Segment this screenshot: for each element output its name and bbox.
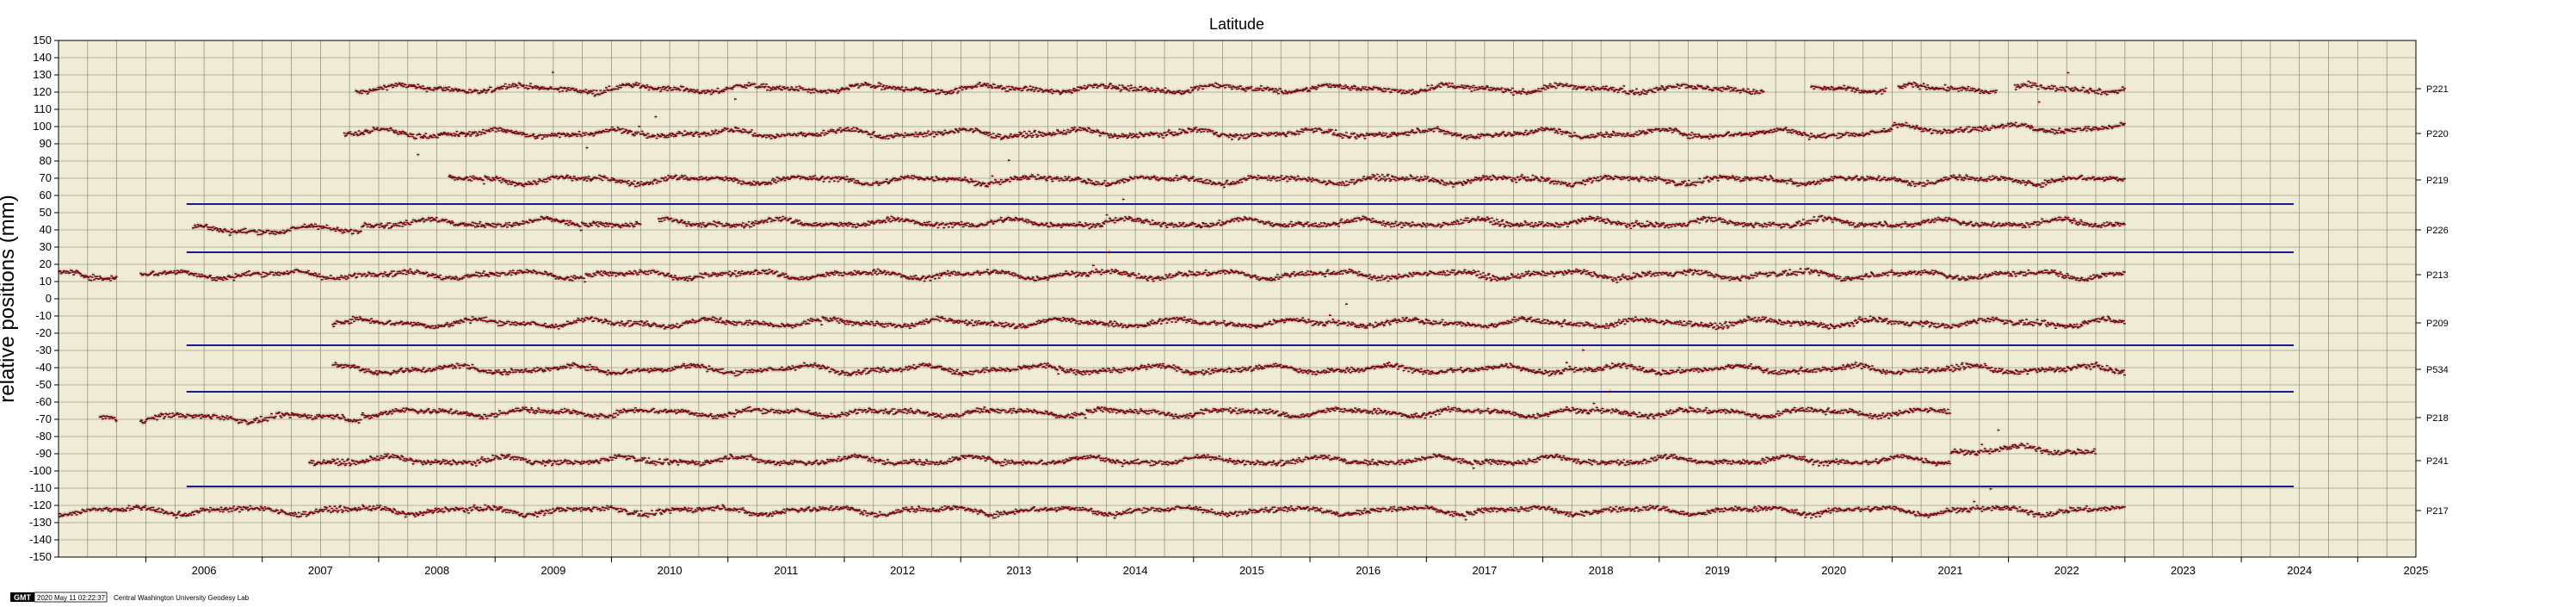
x-tick-label: 2007 bbox=[308, 564, 333, 577]
series-points-P218 bbox=[98, 390, 1952, 425]
y-tick-label: -60 bbox=[35, 395, 52, 408]
timestamp: 2020 May 11 02:22:37 bbox=[37, 594, 106, 602]
y-tick-label: -80 bbox=[35, 430, 52, 443]
x-tick-label: 2019 bbox=[1705, 564, 1730, 577]
x-tick-label: 2009 bbox=[541, 564, 565, 577]
x-tick-label: 2022 bbox=[2054, 564, 2079, 577]
y-tick-label: -90 bbox=[35, 447, 52, 460]
station-label: P534 bbox=[2426, 365, 2449, 375]
x-tick-label: 2010 bbox=[658, 564, 683, 577]
y-tick-label: 60 bbox=[40, 189, 52, 201]
x-tick-label: 2024 bbox=[2287, 564, 2312, 577]
footer: GMT 2020 May 11 02:22:37 Central Washing… bbox=[10, 592, 250, 603]
series-points-P217 bbox=[58, 488, 2127, 521]
x-tick-label: 2018 bbox=[1589, 564, 1614, 577]
series-points-P209 bbox=[331, 303, 2127, 331]
x-tick-label: 2021 bbox=[1938, 564, 1963, 577]
reference-lines bbox=[186, 203, 2294, 487]
station-label: P221 bbox=[2426, 84, 2449, 95]
station-label: P209 bbox=[2426, 319, 2449, 329]
y-tick-label: 130 bbox=[33, 68, 52, 81]
y-tick-label: 20 bbox=[40, 257, 52, 270]
y-tick-label: 90 bbox=[40, 137, 52, 150]
y-tick-label: -100 bbox=[29, 464, 52, 477]
y-tick-label: -140 bbox=[29, 533, 52, 546]
y-tick-label: 110 bbox=[34, 102, 52, 115]
x-tick-label: 2013 bbox=[1006, 564, 1031, 577]
y-tick-label: -50 bbox=[35, 378, 52, 391]
y-tick-label: -20 bbox=[35, 326, 52, 339]
x-tick-label: 2006 bbox=[192, 564, 217, 577]
x-tick-label: 2023 bbox=[2171, 564, 2196, 577]
x-tick-label: 2017 bbox=[1472, 564, 1497, 577]
y-tick-label: 50 bbox=[40, 206, 52, 219]
credit: Central Washington University Geodesy La… bbox=[114, 594, 250, 602]
y-tick-label: -70 bbox=[35, 412, 52, 425]
y-tick-label: -120 bbox=[29, 499, 52, 511]
y-tick-label: -40 bbox=[35, 361, 52, 374]
x-tick-label: 2008 bbox=[424, 564, 449, 577]
y-tick-label: -130 bbox=[29, 516, 52, 529]
series-points-P213 bbox=[58, 251, 2127, 283]
station-label: P217 bbox=[2426, 506, 2449, 517]
x-axis-ticks: 2006 2007 2008 2009 2010 2011 2012 2013 2014 2015… bbox=[145, 557, 2428, 577]
station-label: P218 bbox=[2426, 413, 2449, 424]
station-label: P219 bbox=[2426, 176, 2449, 186]
x-tick-label: 2015 bbox=[1239, 564, 1264, 577]
data-points bbox=[58, 71, 2127, 521]
x-tick-label: 2011 bbox=[774, 564, 798, 577]
series-points-P241 bbox=[308, 429, 2097, 469]
y-tick-label: -10 bbox=[35, 309, 52, 322]
station-label: P220 bbox=[2426, 129, 2449, 139]
y-axis-label: relative positions (mm) bbox=[0, 195, 19, 402]
y-tick-label: 40 bbox=[40, 223, 52, 236]
station-label: P226 bbox=[2426, 226, 2449, 236]
x-tick-label: 2014 bbox=[1123, 564, 1148, 577]
gmt-logo-box bbox=[10, 592, 34, 602]
series-points-P221 bbox=[355, 71, 2127, 103]
y-tick-label: 30 bbox=[40, 240, 52, 253]
x-tick-label: 2016 bbox=[1356, 564, 1381, 577]
series-points-P219 bbox=[448, 159, 2127, 189]
y-tick-label: 120 bbox=[33, 85, 52, 98]
y-tick-label: -30 bbox=[35, 344, 52, 356]
y-tick-label: 0 bbox=[46, 292, 52, 305]
series-points-P226 bbox=[191, 198, 2127, 236]
x-tick-label: 2012 bbox=[890, 564, 915, 577]
y-tick-label: 100 bbox=[33, 120, 52, 133]
y-tick-label: 70 bbox=[40, 171, 52, 184]
x-tick-label: 2025 bbox=[2404, 564, 2429, 577]
chart-title: Latitude bbox=[1209, 15, 1264, 33]
y-tick-label: -150 bbox=[29, 550, 52, 563]
y-tick-label: 80 bbox=[40, 154, 52, 167]
y-tick-label: 150 bbox=[33, 34, 52, 46]
y-axis-ticks: 1501401301201101009080706050403020100-10… bbox=[29, 34, 59, 563]
timestamp-box bbox=[34, 592, 108, 603]
y-tick-label: 10 bbox=[40, 275, 52, 288]
y-tick-label: 140 bbox=[33, 51, 52, 64]
series-points-P220 bbox=[343, 115, 2127, 156]
station-label: P213 bbox=[2426, 270, 2449, 281]
gmt-logo: GMT bbox=[14, 593, 31, 602]
x-tick-label: 2020 bbox=[1821, 564, 1846, 577]
series-points-P534 bbox=[331, 349, 2127, 377]
station-label: P241 bbox=[2426, 456, 2449, 467]
y-tick-label: -110 bbox=[30, 481, 52, 494]
